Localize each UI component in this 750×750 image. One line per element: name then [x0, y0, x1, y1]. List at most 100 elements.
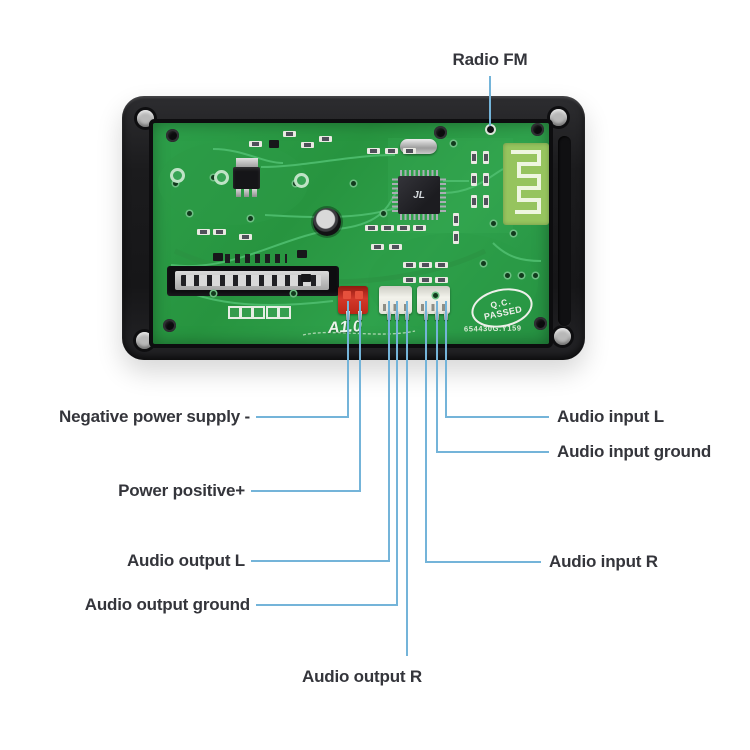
chip-pins-right — [439, 178, 446, 212]
via-pad — [211, 291, 216, 296]
chip-pins-bottom — [400, 213, 438, 220]
via-pad — [451, 141, 456, 146]
pcb-traces — [158, 138, 542, 336]
screw — [534, 317, 547, 330]
silkscreen-pad — [278, 306, 291, 319]
connector-pin — [346, 311, 350, 320]
via-pad — [291, 291, 296, 296]
mount-hole-bottom-right — [554, 328, 571, 345]
mount-hole-top-left — [137, 110, 154, 127]
label-power-positive: Power positive+ — [118, 481, 245, 500]
label-audio-output-r: Audio output R — [302, 667, 422, 686]
fm-antenna-test-point — [487, 126, 494, 133]
sd-slot-contacts — [181, 275, 321, 286]
smd-transistor — [297, 250, 307, 258]
smd-component — [365, 225, 378, 231]
connector-pin — [405, 311, 409, 320]
label-audio-input-l: Audio input L — [557, 407, 664, 426]
smd-component — [483, 173, 489, 186]
label-negative-power-supply: Negative power supply - — [59, 407, 250, 426]
mount-pad — [214, 170, 229, 185]
mount-pad — [170, 168, 185, 183]
header-pad-row — [225, 254, 287, 263]
screw — [531, 123, 544, 136]
label-audio-input-ground: Audio input ground — [557, 442, 712, 461]
silkscreen-pad — [252, 306, 265, 319]
smd-component — [249, 141, 262, 147]
chip-pins-left — [392, 178, 399, 212]
smd-component — [403, 262, 416, 268]
via-pad — [211, 175, 216, 180]
audio-output-connector — [379, 286, 412, 314]
regulator-body — [233, 167, 260, 189]
smd-component — [403, 148, 416, 154]
smd-component — [413, 225, 426, 231]
pcb: JL Q.C. PASSED 654430G.Y159 A1.0 — [153, 123, 549, 344]
regulator-leg — [244, 189, 249, 197]
smd-component — [371, 244, 384, 250]
smd-component — [403, 277, 416, 283]
screw — [166, 129, 179, 142]
screw — [434, 126, 447, 139]
via-pad — [351, 181, 356, 186]
smd-component — [301, 142, 314, 148]
mount-hole-bottom-left — [136, 332, 153, 349]
via-pad — [505, 273, 510, 278]
screw — [163, 319, 176, 332]
smd-component — [471, 173, 477, 186]
electrolytic-capacitor — [313, 208, 341, 236]
smd-component — [453, 231, 459, 244]
label-audio-input-r: Audio input R — [549, 552, 658, 571]
chip-body: JL — [398, 176, 440, 214]
smd-component — [483, 195, 489, 208]
serial-number: 654430G.Y159 — [463, 323, 522, 334]
via-pad — [173, 181, 178, 186]
smd-component — [419, 277, 432, 283]
connector-pin — [358, 311, 362, 320]
smd-component — [397, 225, 410, 231]
smd-component — [367, 148, 380, 154]
regulator-tab — [236, 158, 258, 168]
via-pad — [519, 273, 524, 278]
power-connector — [338, 286, 368, 314]
smd-component — [319, 136, 332, 142]
smd-component — [453, 213, 459, 226]
smd-component — [435, 262, 448, 268]
board-version: A1.0 — [327, 318, 363, 337]
via-pad — [187, 211, 192, 216]
connector-pin — [444, 311, 448, 320]
smd-component — [283, 131, 296, 137]
label-audio-output-l: Audio output L — [126, 551, 245, 570]
sd-card-slot — [167, 266, 339, 296]
via-pad — [248, 216, 253, 221]
connector-pin — [424, 311, 428, 320]
connector-pin — [435, 311, 439, 320]
smd-transistor — [213, 253, 223, 261]
via-pad — [433, 293, 438, 298]
via-pad — [533, 273, 538, 278]
smd-component — [419, 262, 432, 268]
label-radio-fm: Radio FM — [452, 50, 528, 69]
mount-hole-top-right — [550, 109, 567, 126]
smd-transistor — [301, 274, 311, 282]
smd-component — [381, 225, 394, 231]
via-pad — [511, 231, 516, 236]
smd-component — [483, 151, 489, 164]
smd-component — [197, 229, 210, 235]
regulator-leg — [236, 189, 241, 197]
chip-marking: JL — [413, 189, 425, 201]
label-audio-output-ground: Audio output ground — [84, 595, 250, 614]
via-pad — [481, 261, 486, 266]
smd-component — [213, 229, 226, 235]
case-side-slot — [558, 136, 571, 326]
main-chip: JL — [392, 170, 446, 220]
smd-component — [385, 148, 398, 154]
connector-pin — [387, 311, 391, 320]
smd-transistor — [269, 140, 279, 148]
voltage-regulator — [233, 156, 261, 198]
mount-pad — [294, 173, 309, 188]
antenna-meander-trace — [511, 150, 541, 214]
regulator-leg — [252, 189, 257, 197]
smd-component — [471, 195, 477, 208]
audio-input-connector — [417, 286, 450, 314]
